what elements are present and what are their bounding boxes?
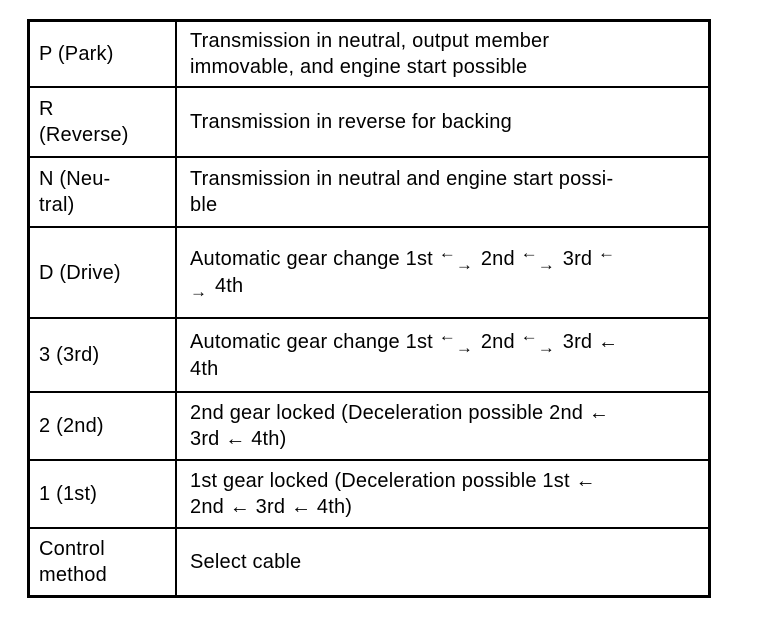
- gear-position-cell: R(Reverse): [27, 86, 177, 158]
- description-cell: Automatic gear change 1st ←→ 2nd ←→ 3rd …: [175, 226, 711, 319]
- lowered-right-arrow-icon: →: [190, 281, 208, 301]
- table-body: P (Park)Transmission in neutral, output …: [27, 19, 711, 598]
- description-cell: 1st gear locked (Deceleration possible 1…: [175, 459, 711, 529]
- gear-position-cell: 3 (3rd): [27, 317, 177, 393]
- lowered-right-arrow-icon: →: [455, 254, 474, 274]
- gear-position-cell: 2 (2nd): [27, 391, 177, 461]
- raised-left-arrow-icon: ←: [438, 325, 456, 345]
- table-row: 2 (2nd)2nd gear locked (Deceleration pos…: [27, 391, 711, 461]
- table-row: 3 (3rd)Automatic gear change 1st ←→ 2nd …: [27, 317, 711, 393]
- raised-left-arrow-icon: ←: [598, 242, 616, 262]
- gear-position-cell: D (Drive): [27, 226, 177, 319]
- gear-position-cell: 1 (1st): [27, 459, 177, 529]
- table-row: 1 (1st)1st gear locked (Deceleration pos…: [27, 459, 711, 529]
- table-row: R(Reverse)Transmission in reverse for ba…: [27, 86, 711, 158]
- table-row: P (Park)Transmission in neutral, output …: [27, 19, 711, 88]
- gear-position-cell: N (Neu-tral): [27, 156, 177, 228]
- description-cell: Transmission in neutral and engine start…: [175, 156, 711, 228]
- lowered-right-arrow-icon: →: [537, 254, 555, 274]
- gear-position-cell: P (Park): [27, 19, 177, 88]
- raised-left-arrow-icon: ←: [520, 242, 538, 262]
- lowered-right-arrow-icon: →: [455, 337, 474, 357]
- table-row: N (Neu-tral)Transmission in neutral and …: [27, 156, 711, 228]
- description-cell: Transmission in reverse for backing: [175, 86, 711, 158]
- raised-left-arrow-icon: ←: [520, 325, 538, 345]
- description-cell: Automatic gear change 1st ←→ 2nd ←→ 3rd …: [175, 317, 711, 393]
- raised-left-arrow-icon: ←: [438, 242, 456, 262]
- description-cell: Select cable: [175, 527, 711, 598]
- description-cell: 2nd gear locked (Deceleration possible 2…: [175, 391, 711, 461]
- table-row: D (Drive)Automatic gear change 1st ←→ 2n…: [27, 226, 711, 319]
- transmission-shift-positions-table: P (Park)Transmission in neutral, output …: [27, 19, 711, 598]
- lowered-right-arrow-icon: →: [537, 337, 555, 357]
